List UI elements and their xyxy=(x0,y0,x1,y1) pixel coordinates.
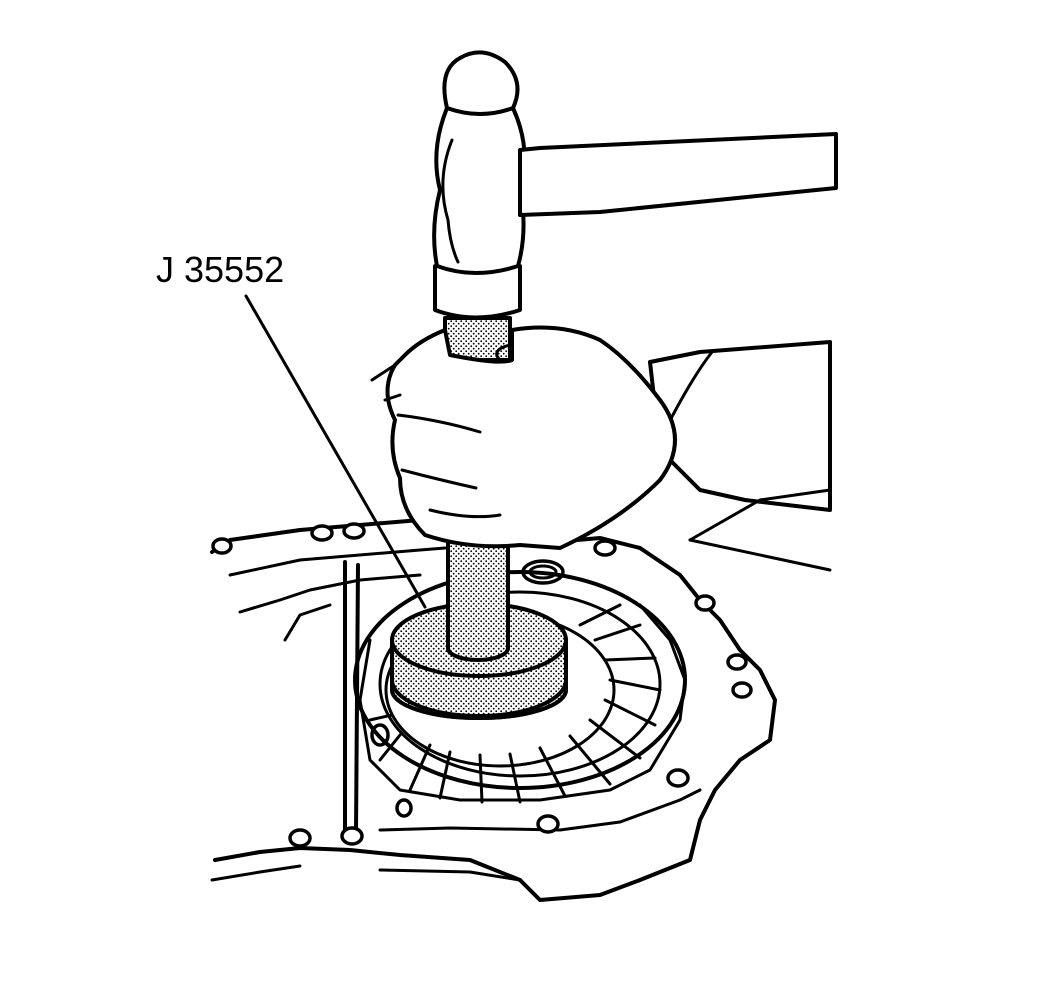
seal-installer-icon xyxy=(390,602,568,720)
hammer-icon xyxy=(432,50,527,662)
callout-leader xyxy=(244,294,427,609)
hand-icon xyxy=(370,132,838,572)
transmission-case-icon xyxy=(210,518,777,902)
tool-number-label: J 35552 xyxy=(156,249,285,290)
